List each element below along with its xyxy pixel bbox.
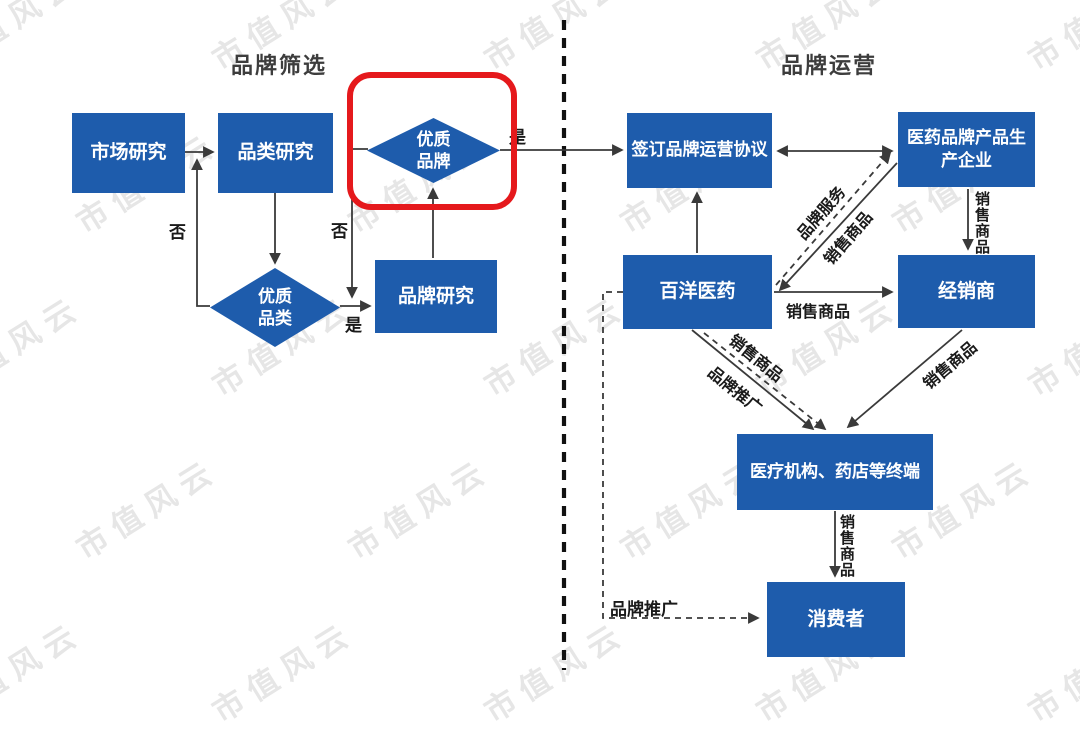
label-no-left: 否 (169, 223, 186, 242)
arrow-brandservice-baiyang-to-manufacturer (775, 151, 892, 286)
left-section-title: 品牌筛选 (231, 53, 328, 78)
node-market-research: 市场研究 (72, 113, 185, 193)
arrow-brandpromo-baiyang-to-terminal (703, 332, 827, 431)
label-promo-baiyang-to-consumer: 品牌推广 (610, 600, 678, 619)
arrow-sellgoods-manufacturer-to-baiyang (778, 162, 898, 292)
arrow-qualitybrand-no-down (346, 148, 368, 299)
label-sell-term-to-consumer: 销售商品 (838, 514, 855, 578)
node-brand-research: 品牌研究 (375, 260, 497, 333)
node-sign-agreement: 签订品牌运营协议 (627, 113, 772, 188)
node-distributor: 经销商 (898, 255, 1035, 328)
label-no-mid: 否 (331, 222, 348, 241)
right-section-title: 品牌运营 (781, 53, 878, 78)
node-category-research: 品类研究 (218, 113, 333, 193)
node-baiyang: 百洋医药 (623, 255, 772, 329)
label-sell-mfr-to-dist: 销售商品 (973, 191, 990, 255)
node-terminal: 医疗机构、药店等终端 (737, 434, 933, 510)
arrow-sellgoods-baiyang-to-terminal (691, 329, 815, 431)
label-yes-top: 是 (509, 128, 526, 147)
label-sell-baiyang-to-dist: 销售商品 (786, 304, 851, 321)
arrow-qualitycategory-no-return (191, 158, 210, 307)
label-yes-mid: 是 (345, 316, 362, 335)
node-consumer: 消费者 (767, 582, 905, 657)
node-manufacturer: 医药品牌产品生 产企业 (898, 112, 1035, 187)
arrow-sellgoods-distributor-to-terminal (846, 329, 963, 429)
arrow-brandpromo-baiyang-to-consumer (602, 291, 760, 624)
